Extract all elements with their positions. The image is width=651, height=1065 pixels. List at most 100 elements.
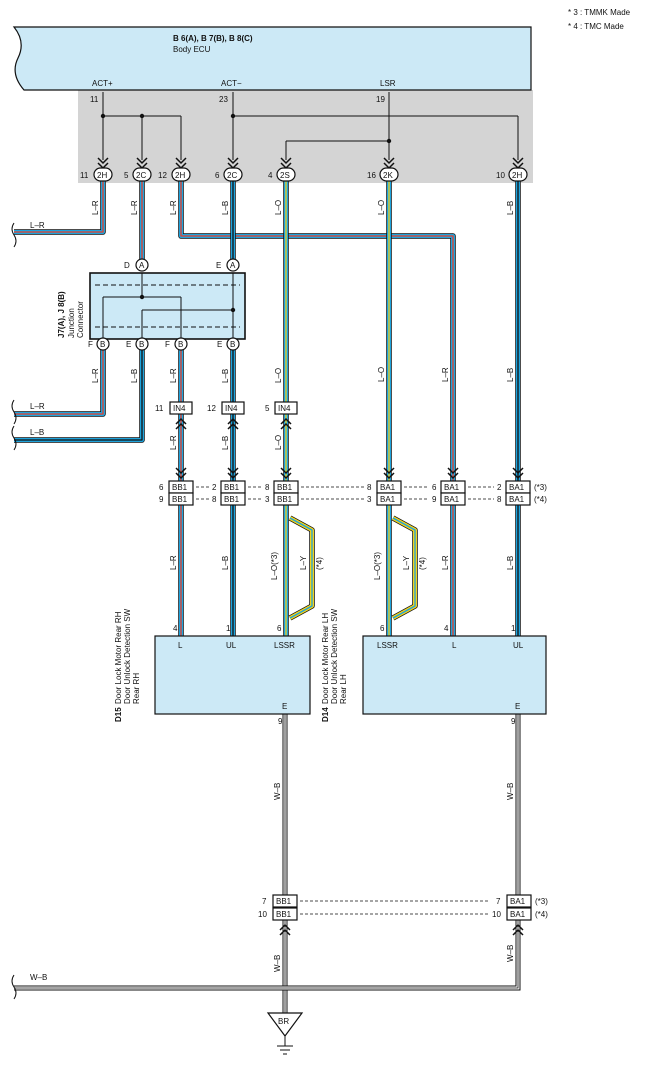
- wire-label-lr-2: L–R: [130, 200, 139, 215]
- junction-bottom-pin-1-letter: F: [88, 340, 93, 349]
- chevron-up-icon: [227, 422, 239, 430]
- d14-line1: Door Lock Motor Rear LH: [321, 613, 330, 704]
- d14-id: D14: [321, 707, 330, 722]
- wire-lr-left: [14, 350, 106, 417]
- ba1-pair-2: 6 9 BA1 BA1: [432, 480, 466, 506]
- chevron-up-icon: [175, 422, 187, 430]
- chevron-down-icon: [512, 157, 524, 165]
- d14-pin-num-e: 9: [511, 717, 516, 726]
- bb1-pair-2: 2 8 BB1 BB1: [212, 480, 246, 506]
- junction-connector: D A E A F B E B F B E B J7(A), J 8(B) Ju…: [57, 258, 246, 351]
- in4-connectors: 11 IN4 12 IN4 5 IN4: [155, 401, 298, 415]
- ecu-pin-num-23: 23: [219, 95, 228, 104]
- ba1-1-top-code: BA1: [380, 483, 396, 492]
- bb1-2-bot-num: 8: [212, 495, 217, 504]
- ecu-connector-6-code: 2K: [383, 171, 393, 180]
- wire-label-lr-1: L–R: [91, 200, 100, 215]
- star-label-4-bottom: (*4): [535, 910, 548, 919]
- bb1-2-bot-code: BB1: [224, 495, 240, 504]
- wire-label-wb-1: W–B: [273, 783, 282, 800]
- wire-label-lb-8: L–B: [506, 556, 515, 570]
- chevron-up-icon: [227, 417, 239, 425]
- gnd-bb1-top-num: 7: [262, 897, 267, 906]
- d15-pin-num-e: 9: [278, 717, 283, 726]
- ecu-connector-4-code: 2C: [227, 171, 237, 180]
- wire-label-lb-2: L–B: [506, 201, 515, 215]
- junction-bottom-pin-4-code: B: [230, 340, 235, 349]
- bb1-2-top-num: 2: [212, 483, 217, 492]
- body-ecu-box: [12, 26, 532, 91]
- ba1-3-top-code: BA1: [509, 483, 525, 492]
- ecu-connector-6-num: 16: [367, 171, 376, 180]
- legend-note-3: * 3 : TMMK Made: [568, 8, 631, 17]
- chevron-down-icon: [447, 472, 459, 480]
- wire-label-wb-4: W–B: [506, 945, 515, 962]
- ba1-3-top-num: 2: [497, 483, 502, 492]
- bb1-ba1-connectors: 6 9 BB1 BB1 2 8 BB1 BB1 8 3 BB1 BB1 8 3: [159, 480, 547, 506]
- wire-lr-top: [14, 181, 106, 235]
- wire-label-star4-1: (*4): [315, 557, 324, 570]
- wire-label-lr-4: L–R: [441, 367, 450, 382]
- wire-lr-to-ba1: [178, 181, 456, 481]
- ecu-connector-2: 5 2C: [124, 167, 152, 182]
- chevron-up-icon: [280, 417, 292, 425]
- d15-door-lock-rh: 4 1 6 L UL LSSR E 9 D15 Door Lock Motor …: [114, 608, 311, 726]
- wire-ly-d15: [288, 515, 315, 621]
- gnd-bb1-bot-code: BB1: [276, 910, 292, 919]
- wire-label-lo-3: L–O: [377, 367, 386, 382]
- junction-bottom-pin-3-letter: F: [165, 340, 170, 349]
- wire-label-lb-5: L–B: [221, 369, 230, 383]
- gnd-bb1-bot-num: 10: [258, 910, 267, 919]
- wire-label-ly-2: L–Y: [402, 555, 411, 570]
- junction-top-pin-e-letter: E: [216, 261, 221, 270]
- bb1-1-bot-num: 9: [159, 495, 164, 504]
- bb1-pair-1: 6 9 BB1 BB1: [159, 480, 194, 506]
- wire-label-lb-4: L–B: [130, 369, 139, 383]
- wire-label-lr-6: L–R: [169, 368, 178, 383]
- d14-pin-e: E: [515, 702, 520, 711]
- ground-symbol: BR: [266, 1012, 304, 1055]
- ecu-connector-5: 4 2S: [268, 167, 296, 182]
- chevron-down-icon: [227, 157, 239, 165]
- ecu-connector-4: 6 2C: [215, 167, 243, 182]
- ba1-pair-1: 8 3 BA1 BA1: [367, 480, 402, 506]
- chevron-down-icon: [97, 157, 109, 165]
- chevron-down-icon: [280, 472, 292, 480]
- wire-label-lo-1: L–O: [274, 200, 283, 215]
- ecu-pin-num-11: 11: [90, 95, 99, 104]
- wire-harness: [14, 157, 524, 1013]
- chevron-down-icon: [383, 472, 395, 480]
- chevron-down-icon: [383, 467, 395, 475]
- chevron-down-icon: [227, 467, 239, 475]
- chevron-down-icon: [136, 157, 148, 165]
- d15-line3: Rear RH: [132, 673, 141, 704]
- wire-label-wb-3: W–B: [273, 955, 282, 972]
- ecu-internal-wiring: [102, 92, 519, 160]
- bb1-3-top-code: BB1: [277, 483, 293, 492]
- d14-pin-num-lssr: 6: [380, 624, 385, 633]
- ecu-connector-row: 11 2H 5 2C 12 2H 6 2C 4 2S 16 2K: [80, 167, 528, 182]
- in4-3-num: 5: [265, 404, 270, 413]
- ba1-1-top-num: 8: [367, 483, 372, 492]
- chevron-down-icon: [280, 157, 292, 165]
- ground-code: BR: [278, 1017, 289, 1026]
- wire-label-wb-2: W–B: [506, 783, 515, 800]
- wire-label-lo-2: L–O: [377, 200, 386, 215]
- ecu-connector-6: 16 2K: [367, 167, 399, 182]
- junction-bottom-pin-2-letter: E: [126, 340, 131, 349]
- d15-pin-ul: UL: [226, 641, 237, 650]
- legend-note-4: * 4 : TMC Made: [568, 22, 624, 31]
- chevron-down-icon: [175, 467, 187, 475]
- wire-label-lb-6: L–B: [221, 436, 230, 450]
- wire-ly-d14: [391, 515, 418, 621]
- gnd-ba1-bot-num: 10: [492, 910, 501, 919]
- ba1-3-bot-code: BA1: [509, 495, 525, 504]
- wire-label-lo3-1: L–O(*3): [270, 552, 279, 580]
- d14-pin-lssr: LSSR: [377, 641, 398, 650]
- junction-name-line2: Connector: [76, 301, 85, 338]
- wire-label-ly-1: L–Y: [299, 555, 308, 570]
- ecu-connector-3: 12 2H: [158, 167, 191, 182]
- d14-pin-l: L: [452, 641, 457, 650]
- d15-pin-num-l: 4: [173, 624, 178, 633]
